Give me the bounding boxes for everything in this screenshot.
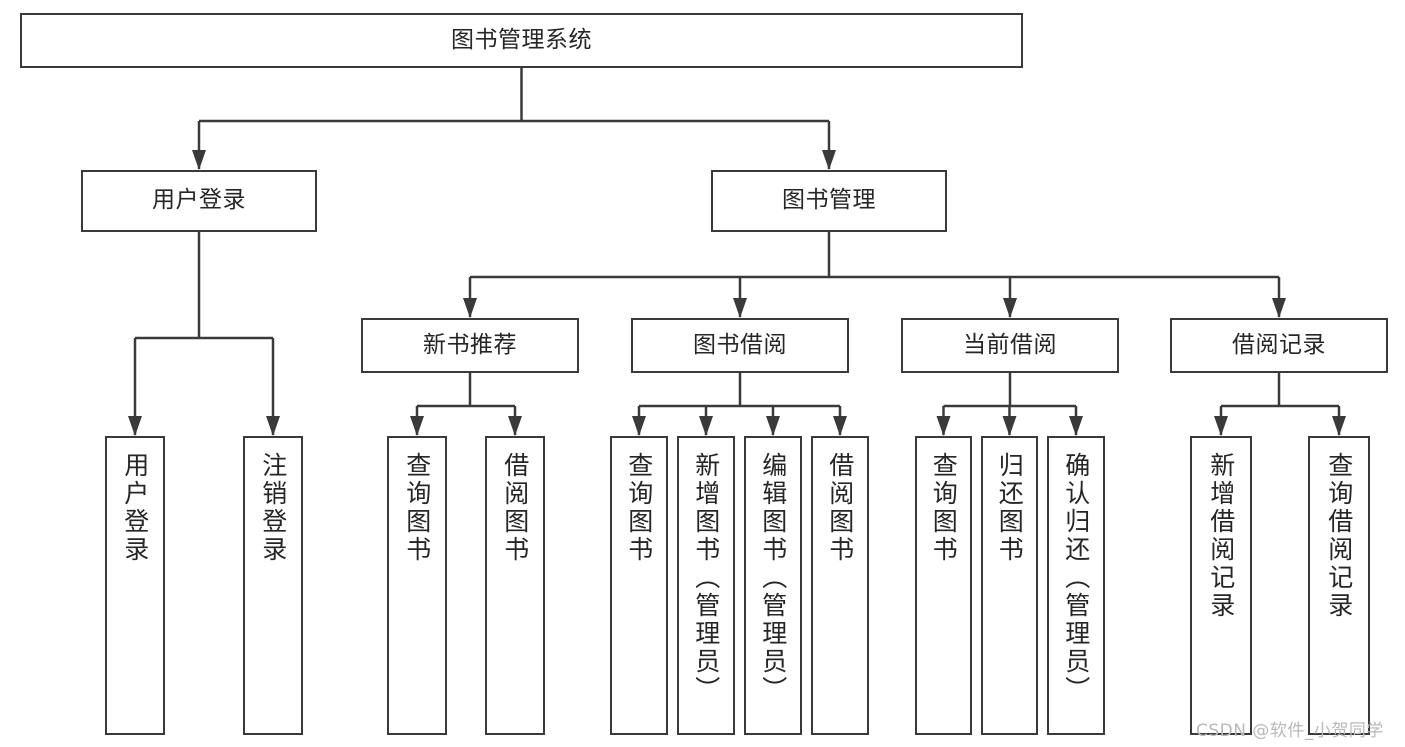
node-label: 新书推荐 — [423, 331, 517, 358]
arrowhead-icon — [410, 416, 424, 436]
node-leaf5[interactable]: 查询图书 — [610, 436, 668, 735]
arrowhead-icon — [1002, 416, 1017, 436]
node-label: 图书管理系统 — [451, 26, 592, 53]
node-records[interactable]: 借阅记录 — [1170, 318, 1388, 373]
node-label: 借阅记录 — [1232, 331, 1326, 358]
node-leaf10[interactable]: 归还图书 — [981, 436, 1038, 735]
node-leaf13[interactable]: 查询借阅记录 — [1308, 436, 1370, 735]
node-leaf6[interactable]: 新增图书（管理员） — [677, 436, 735, 735]
node-label: 借阅图书 — [500, 452, 530, 564]
node-leaf11[interactable]: 确认归还（管理员） — [1047, 436, 1105, 735]
arrowhead-icon — [699, 416, 713, 436]
node-leaf2[interactable]: 注销登录 — [243, 436, 303, 735]
node-label: 注销登录 — [258, 452, 288, 564]
arrowhead-icon — [632, 416, 646, 436]
arrowhead-icon — [822, 150, 836, 170]
node-root[interactable]: 图书管理系统 — [20, 13, 1023, 68]
node-label: 新增图书（管理员） — [691, 452, 721, 704]
arrowhead-icon — [508, 416, 522, 436]
arrowhead-icon — [1272, 298, 1286, 318]
arrowhead-icon — [733, 298, 747, 318]
node-leaf3[interactable]: 查询图书 — [387, 436, 447, 735]
node-label: 图书借阅 — [693, 331, 787, 358]
arrowhead-icon — [463, 298, 477, 318]
node-label: 用户登录 — [120, 452, 150, 564]
watermark-text: CSDN @软件_小贺同学 — [1196, 721, 1384, 741]
arrowhead-icon — [266, 416, 280, 436]
node-login[interactable]: 用户登录 — [81, 170, 317, 232]
node-leaf9[interactable]: 查询图书 — [915, 436, 972, 735]
node-label: 借阅图书 — [825, 452, 855, 564]
node-label: 归还图书 — [995, 452, 1025, 564]
node-label: 当前借阅 — [963, 331, 1057, 358]
arrowhead-icon — [1003, 298, 1017, 318]
node-label: 确认归还（管理员） — [1061, 452, 1091, 704]
node-borrow[interactable]: 图书借阅 — [631, 318, 849, 373]
arrowhead-icon — [766, 416, 780, 436]
node-label: 图书管理 — [782, 187, 876, 214]
arrowhead-icon — [192, 150, 206, 170]
node-label: 新增借阅记录 — [1206, 452, 1236, 620]
node-leaf1[interactable]: 用户登录 — [105, 436, 165, 735]
arrowhead-icon — [1332, 416, 1346, 436]
node-current[interactable]: 当前借阅 — [901, 318, 1119, 373]
arrowhead-icon — [128, 416, 142, 436]
node-leaf4[interactable]: 借阅图书 — [485, 436, 545, 735]
node-label: 查询图书 — [402, 452, 432, 564]
node-leaf7[interactable]: 编辑图书（管理员） — [744, 436, 802, 735]
node-label: 编辑图书（管理员） — [758, 452, 788, 704]
node-newbook[interactable]: 新书推荐 — [361, 318, 579, 373]
arrowhead-icon — [936, 416, 951, 436]
node-leaf8[interactable]: 借阅图书 — [811, 436, 869, 735]
node-bookmgmt[interactable]: 图书管理 — [711, 170, 947, 232]
node-label: 查询图书 — [929, 452, 959, 564]
node-label: 查询借阅记录 — [1324, 452, 1354, 620]
arrowhead-icon — [833, 416, 847, 436]
arrowhead-icon — [1214, 416, 1228, 436]
node-label: 查询图书 — [624, 452, 654, 564]
node-label: 用户登录 — [152, 187, 246, 214]
arrowhead-icon — [1069, 416, 1083, 436]
node-leaf12[interactable]: 新增借阅记录 — [1190, 436, 1252, 735]
